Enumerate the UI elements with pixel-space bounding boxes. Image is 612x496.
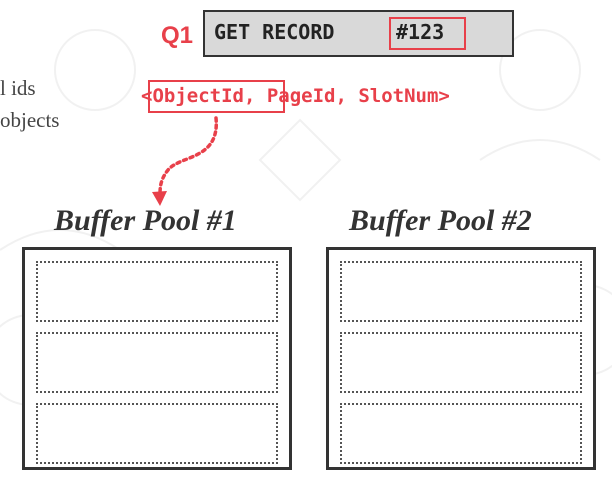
tuple-open: < (141, 85, 153, 107)
buffer-pool-1 (22, 247, 292, 470)
tuple-object-id: ObjectId (152, 85, 244, 107)
buffer-frame (36, 261, 278, 322)
buffer-pool-2 (326, 247, 596, 470)
buffer-frame (340, 261, 582, 322)
tuple-rest: , PageId, SlotNum> (243, 85, 450, 107)
record-id-highlight (389, 17, 466, 50)
side-text-line-2: objects (0, 108, 60, 132)
buffer-frame (340, 403, 582, 464)
buffer-frame (36, 403, 278, 464)
buffer-frame (36, 332, 278, 393)
buffer-frame (340, 332, 582, 393)
record-id: #123 (396, 20, 445, 44)
query-command: GET RECORD (214, 20, 335, 44)
buffer-pool-2-title: Buffer Pool #2 (349, 204, 532, 237)
arrow-head-icon (152, 191, 167, 206)
record-id-tuple: <ObjectId, PageId, SlotNum> (141, 87, 450, 106)
buffer-pool-1-title: Buffer Pool #1 (54, 204, 237, 237)
query-label: Q1 (161, 22, 194, 49)
object-id-highlight (148, 80, 285, 113)
side-text-line-1: l ids (0, 76, 36, 100)
